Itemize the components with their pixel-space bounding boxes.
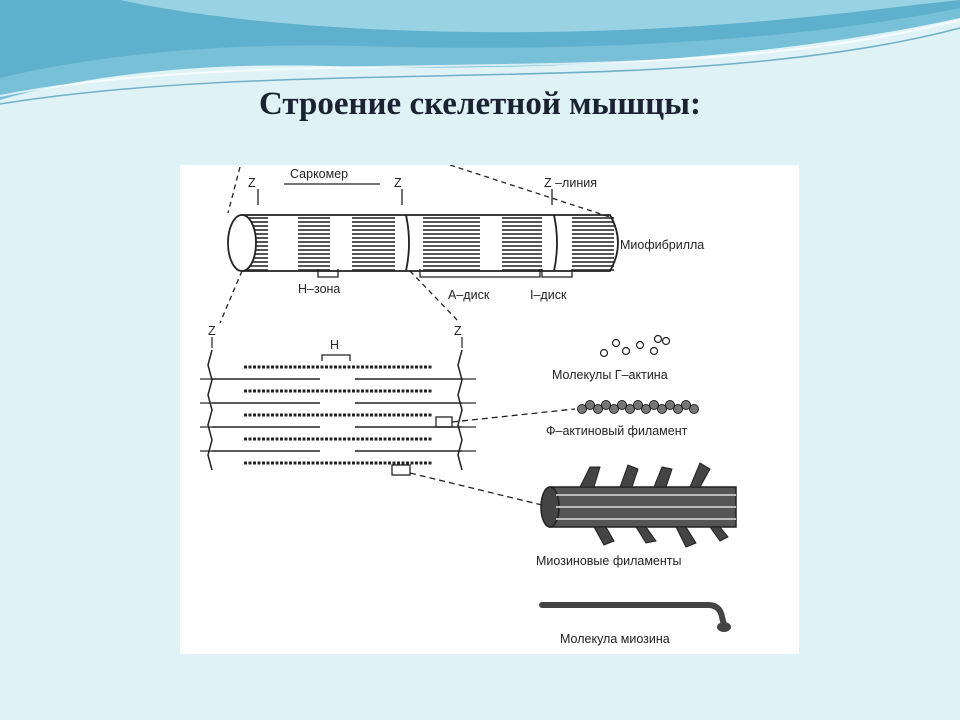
g-actin-molecules (599, 334, 671, 358)
label-myofibril: Миофибрилла (620, 238, 704, 252)
slide-title: Строение скелетной мышцы: (259, 86, 701, 122)
label-z-left: Z (248, 176, 256, 190)
label-a-disk: А–диск (448, 288, 490, 302)
label-h-zone: Н–зона (298, 282, 340, 296)
label-h: Н (330, 338, 339, 352)
muscle-structure-diagram: Z Саркомер Z Z –линия Миофибрилла Н–зона… (180, 165, 799, 654)
label-z-line: Z –линия (544, 176, 597, 190)
label-i-disk: I–диск (530, 288, 567, 302)
label-g-actin: Молекулы Г–актина (552, 368, 668, 382)
myofibril-cylinder (227, 214, 619, 272)
label-myosin-filaments: Миозиновые филаменты (536, 554, 682, 568)
zoom-guide-lines (219, 270, 461, 324)
label-f-actin: Ф–актиновый филамент (546, 424, 688, 438)
decorative-waves (0, 0, 960, 105)
label-z-lower-left: Z (208, 324, 216, 338)
sarcomere-filaments (200, 337, 576, 506)
myosin-molecule (539, 602, 731, 632)
myosin-filament (540, 462, 737, 548)
sarcomere-bracket (227, 165, 611, 278)
label-z-lower-right: Z (454, 324, 462, 338)
label-z-mid: Z (394, 176, 402, 190)
label-myosin-molecule: Молекула миозина (560, 632, 670, 646)
label-sarcomere: Саркомер (290, 167, 348, 181)
f-actin-filament (577, 400, 699, 414)
